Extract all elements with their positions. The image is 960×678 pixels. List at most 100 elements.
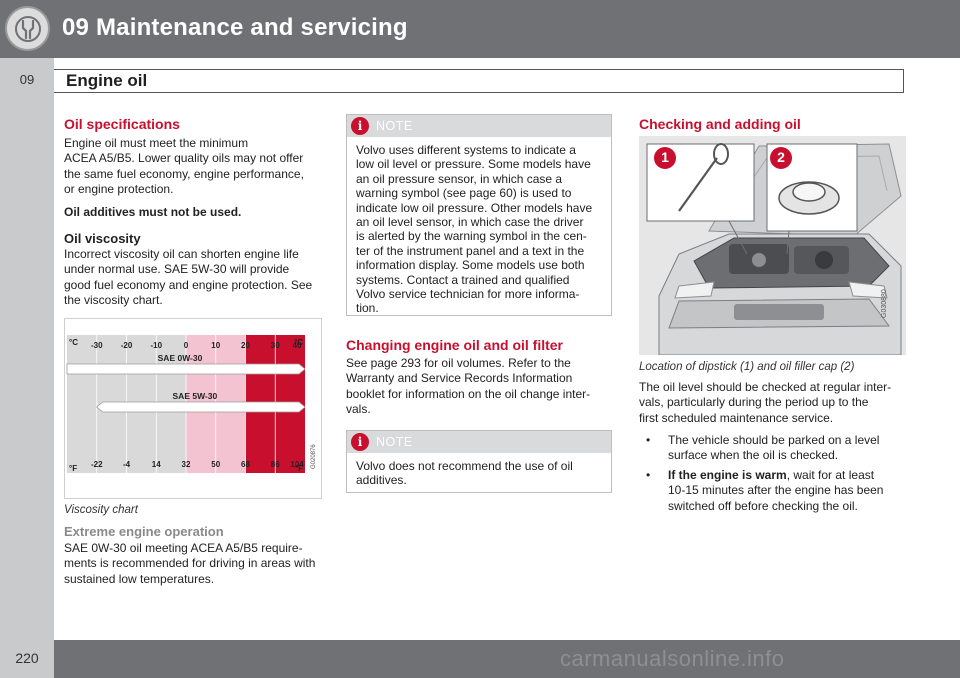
chapter-title: 09 Maintenance and servicing (62, 14, 408, 41)
text-line: switched off before checking the oil. (668, 498, 858, 513)
text-line: ter of the instrument panel and a text i… (356, 243, 585, 258)
unit-fahrenheit-right: °F (295, 464, 303, 473)
chart-image-code: G020876 (311, 444, 317, 469)
oil-specifications-heading: Oil specifications (64, 116, 180, 132)
text-line: tion. (356, 301, 379, 316)
chapter-tab-number: 09 (19, 72, 35, 87)
fahrenheit-tick-label: 32 (182, 460, 191, 469)
text-fragment: , wait for at least (786, 468, 875, 482)
fahrenheit-tick-label: 50 (211, 460, 220, 469)
page-number-tab (0, 640, 54, 678)
text-line: If the engine is warm, wait for at least (668, 468, 918, 483)
celsius-tick-label: 0 (184, 341, 189, 350)
text-line: ACEA A5/B5. Lower quality oils may not o… (64, 151, 304, 166)
note-header: i NOTE (347, 431, 611, 453)
text-line: ments is recommended for driving in area… (64, 556, 316, 571)
text-line: indicate low oil pressure. Other models … (356, 200, 593, 215)
celsius-tick-label: -10 (150, 341, 162, 350)
note-text: Volvo uses different systems to indicate… (347, 137, 611, 322)
fahrenheit-tick-label: -22 (91, 460, 103, 469)
bold-phrase: If the engine is warm (668, 468, 787, 482)
text-line: under normal use. SAE 5W-30 will provide (64, 262, 290, 277)
oil-specifications-text: Engine oil must meet the minimum ACEA A5… (64, 136, 334, 198)
text-line: See page 293 for oil volumes. Refer to t… (346, 356, 571, 370)
text-line: Volvo does not recommend the use of oil (356, 459, 573, 473)
text-line: Incorrect viscosity oil can shorten engi… (64, 247, 299, 261)
photo-code: G030880 (881, 289, 888, 318)
photo-caption: Location of dipstick (1) and oil filler … (639, 361, 855, 373)
band-sae-5w-30-label: SAE 5W-30 (173, 391, 218, 401)
text-line: or engine protection. (64, 182, 174, 197)
extreme-operation-text: SAE 0W-30 oil meeting ACEA A5/B5 require… (64, 541, 334, 587)
viscosity-chart-caption: Viscosity chart (64, 504, 138, 516)
note-text: Volvo does not recommend the use of oil … (347, 453, 611, 494)
band-sae-0w-30 (66, 363, 306, 375)
fahrenheit-tick-label: -4 (123, 460, 131, 469)
text-line: is alerted by the warning symbol in the … (356, 229, 587, 244)
unit-celsius-right: °C (294, 338, 303, 347)
changing-oil-heading: Changing engine oil and oil filter (346, 337, 563, 353)
chapter-header-bar (0, 0, 960, 58)
page-number: 220 (15, 650, 39, 666)
text-line: 10-15 minutes after the engine has been (668, 483, 884, 498)
checking-oil-text: The oil level should be checked at regul… (639, 380, 919, 426)
text-line: Warranty and Service Records Information (346, 371, 573, 386)
text-line: surface when the oil is checked. (668, 448, 839, 463)
info-icon: i (351, 117, 369, 135)
celsius-tick-label: -30 (91, 341, 103, 350)
changing-oil-text: See page 293 for oil volumes. Refer to t… (346, 356, 616, 418)
text-line: sustained low temperatures. (64, 571, 215, 586)
text-line: the viscosity chart. (64, 293, 163, 308)
text-line: booklet for information on the oil chang… (346, 386, 591, 401)
additives-warning: Oil additives must not be used. (64, 205, 242, 219)
watermark: carmanualsonline.info (560, 646, 785, 671)
band-sae-0w-30-label: SAE 0W-30 (158, 353, 203, 363)
callout-2-label: 2 (777, 149, 785, 165)
text-line: low oil level or pressure. Some models h… (356, 157, 591, 172)
note-label: NOTE (376, 119, 413, 133)
text-line: The vehicle should be parked on a level (668, 433, 880, 447)
celsius-tick-label: 10 (211, 341, 220, 350)
footer-bar (0, 640, 960, 678)
fahrenheit-tick-label: 68 (241, 460, 250, 469)
note-header: i NOTE (347, 115, 611, 137)
bullet-icon: • (646, 433, 651, 447)
unit-celsius-left: °C (69, 338, 78, 347)
checking-oil-heading: Checking and adding oil (639, 116, 801, 132)
text-line: Volvo uses different systems to indicate… (356, 143, 576, 157)
chapter-side-tab (0, 58, 54, 640)
text-line: good fuel economy and engine protection.… (64, 277, 313, 292)
text-line: first scheduled maintenance service. (639, 410, 834, 425)
text-line: information display. Some models use bot… (356, 258, 585, 273)
text-line: the same fuel economy, engine performanc… (64, 166, 304, 181)
temp-column (67, 335, 97, 473)
text-line: vals. (346, 402, 371, 417)
bullet-text: If the engine is warm, wait for at least… (668, 468, 918, 514)
text-line: Volvo service technician for more inform… (356, 287, 580, 302)
bullet-icon: • (646, 468, 651, 482)
info-icon: i (351, 433, 369, 451)
text-line: SAE 0W-30 oil meeting ACEA A5/B5 require… (64, 541, 303, 555)
fahrenheit-tick-label: 86 (271, 460, 280, 469)
oil-viscosity-heading: Oil viscosity (64, 231, 141, 246)
text-line: additives. (356, 473, 407, 488)
engine-bay-illustration (639, 136, 906, 355)
text-line: The oil level should be checked at regul… (639, 380, 892, 394)
text-line: an oil level sensor, in which case the d… (356, 215, 584, 230)
fahrenheit-tick-label: 14 (152, 460, 161, 469)
text-line: systems. Contact a trained and qualified (356, 272, 570, 287)
wrench-icon (5, 6, 50, 51)
celsius-tick-label: 40 (293, 341, 302, 350)
note-label: NOTE (376, 435, 413, 449)
section-title-bar: Engine oil (54, 69, 904, 93)
bullet-text: The vehicle should be parked on a level … (668, 433, 918, 464)
unit-fahrenheit-left: °F (69, 464, 77, 473)
celsius-tick-label: 30 (271, 341, 280, 350)
fahrenheit-tick-label: 104 (290, 460, 304, 469)
list-item: • If the engine is warm, wait for at lea… (646, 468, 926, 516)
engine-bay-photo: 1 2 G030880 (639, 136, 906, 355)
list-item: • The vehicle should be parked on a leve… (646, 433, 926, 467)
oil-viscosity-text: Incorrect viscosity oil can shorten engi… (64, 247, 334, 309)
